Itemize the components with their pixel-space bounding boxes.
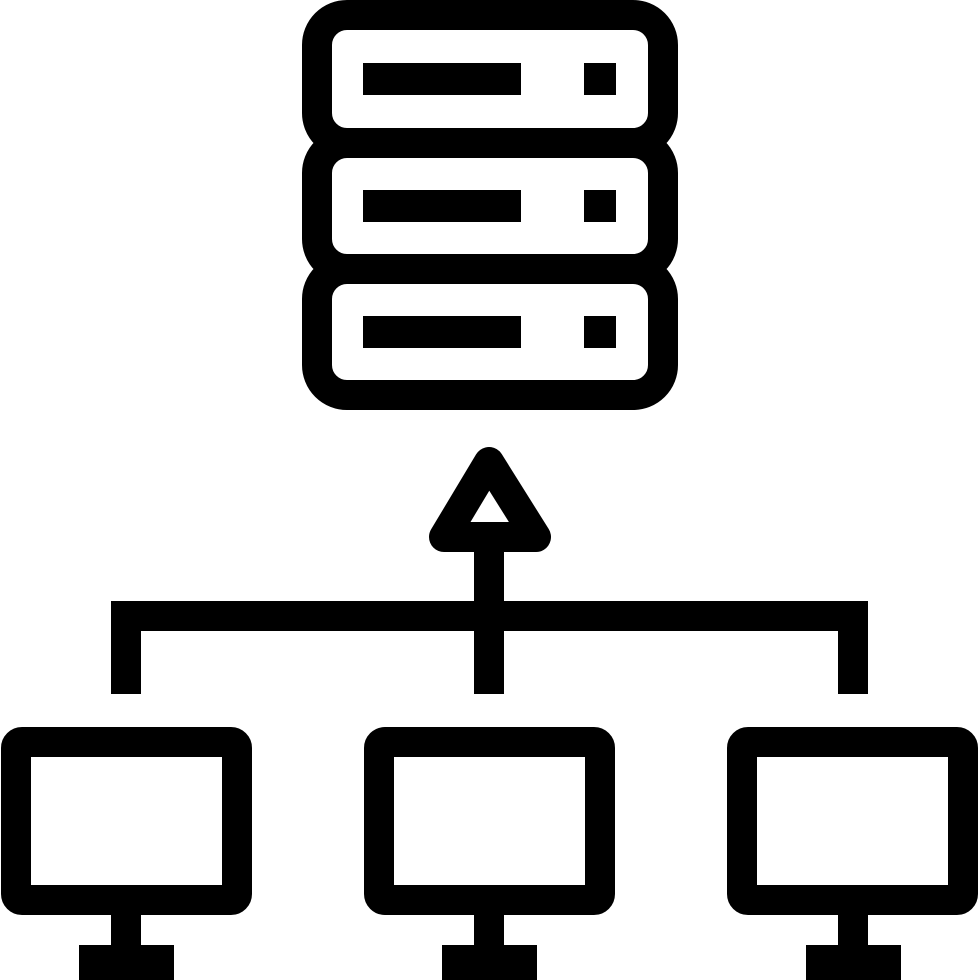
drive-slot-top — [363, 63, 521, 95]
client-monitor-right — [727, 727, 978, 958]
client-monitor-left — [1, 727, 252, 958]
network-branch-connector — [111, 601, 868, 694]
server-unit-bottom — [302, 254, 678, 410]
server-stack-icon — [302, 0, 678, 410]
monitor-base-right — [806, 945, 901, 980]
client-monitor-center — [364, 727, 615, 958]
upload-arrow-icon — [429, 447, 551, 603]
drive-slot-middle — [363, 190, 521, 222]
status-light-bottom — [584, 316, 616, 348]
server-indicators — [363, 63, 616, 348]
status-light-middle — [584, 190, 616, 222]
drive-slot-bottom — [363, 316, 521, 348]
monitor-base-left — [79, 945, 174, 980]
monitor-base-center — [442, 945, 537, 980]
monitor-bases — [79, 945, 901, 980]
status-light-top — [584, 63, 616, 95]
